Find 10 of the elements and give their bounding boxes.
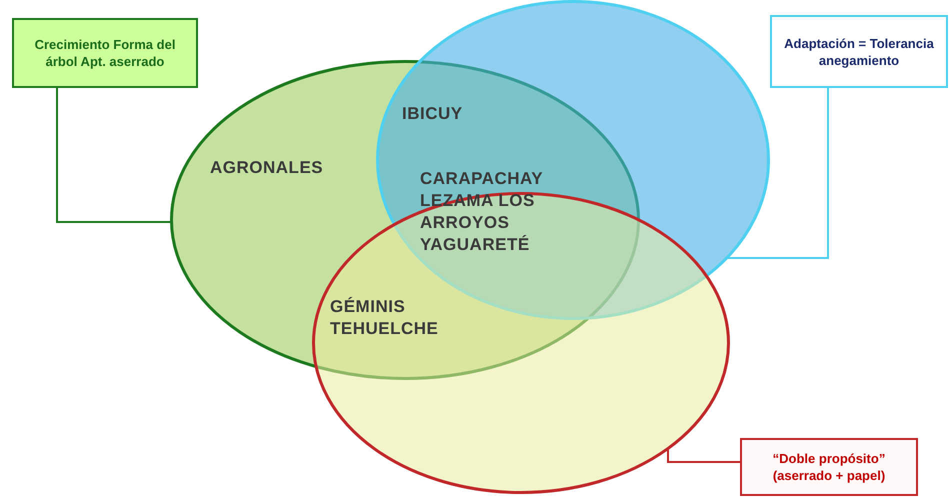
variety-label: AGRONALES xyxy=(210,157,324,179)
venn-ellipse xyxy=(312,192,730,494)
leader-line xyxy=(56,88,172,223)
callout-box: “Doble propósito” (aserrado + papel) xyxy=(740,438,918,496)
variety-label: IBICUY xyxy=(402,103,463,125)
leader-line xyxy=(726,88,829,259)
variety-label: GÉMINIS TEHUELCHE xyxy=(330,296,440,340)
callout-box: Adaptación = Tolerancia anegamiento xyxy=(770,15,948,88)
callout-box: Crecimiento Forma del árbol Apt. aserrado xyxy=(12,18,198,88)
leader-line xyxy=(667,448,740,463)
